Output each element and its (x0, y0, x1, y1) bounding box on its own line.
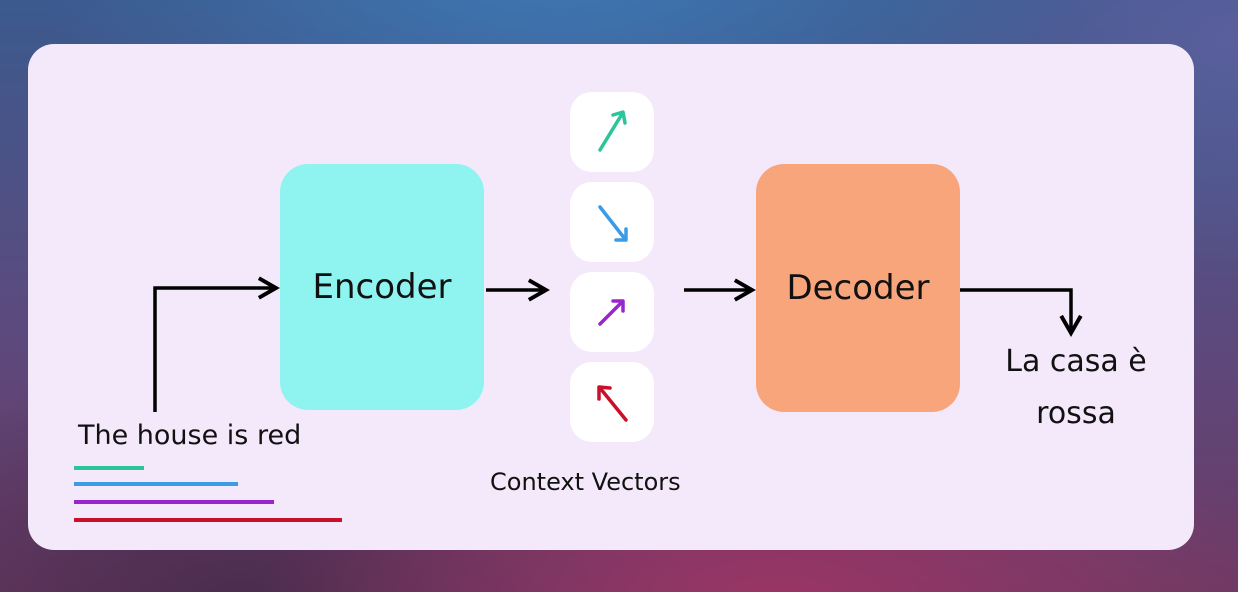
input-sentence: The house is red (78, 420, 302, 451)
arrow-up-right-icon (598, 110, 627, 152)
arrow-up-right-icon (598, 299, 625, 326)
diagram-card: Encoder Decoder Context Vectors The hous… (28, 44, 1194, 550)
arrow-down-right-icon (598, 205, 628, 242)
context-vector-1 (570, 92, 654, 172)
output-arrow (960, 288, 1083, 337)
decoder-block: Decoder (756, 164, 960, 412)
token-bar-2 (74, 482, 238, 486)
connector-arrows (153, 276, 1083, 412)
token-bar-4 (74, 518, 342, 522)
context-vector-3 (570, 272, 654, 352)
output-sentence: La casa è rossa (986, 336, 1166, 440)
input-arrow (153, 276, 280, 412)
encoder-block: Encoder (280, 164, 484, 410)
arrow-up-left-icon (597, 385, 628, 422)
token-bar-3 (74, 500, 274, 504)
context-vector-2 (570, 182, 654, 262)
output-sentence-line-2: rossa (1036, 396, 1116, 431)
output-sentence-line-1: La casa è (1005, 344, 1147, 379)
context-vector-4 (570, 362, 654, 442)
context-vectors-caption: Context Vectors (490, 468, 681, 496)
token-bar-1 (74, 466, 144, 470)
decoder-label: Decoder (786, 268, 930, 308)
encoder-label: Encoder (312, 267, 452, 307)
